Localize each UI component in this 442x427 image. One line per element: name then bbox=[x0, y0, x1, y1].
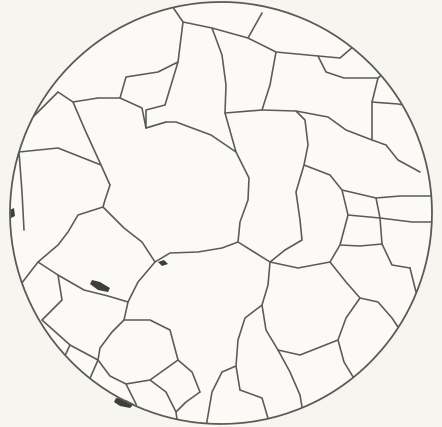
micrograph-field bbox=[10, 2, 432, 424]
